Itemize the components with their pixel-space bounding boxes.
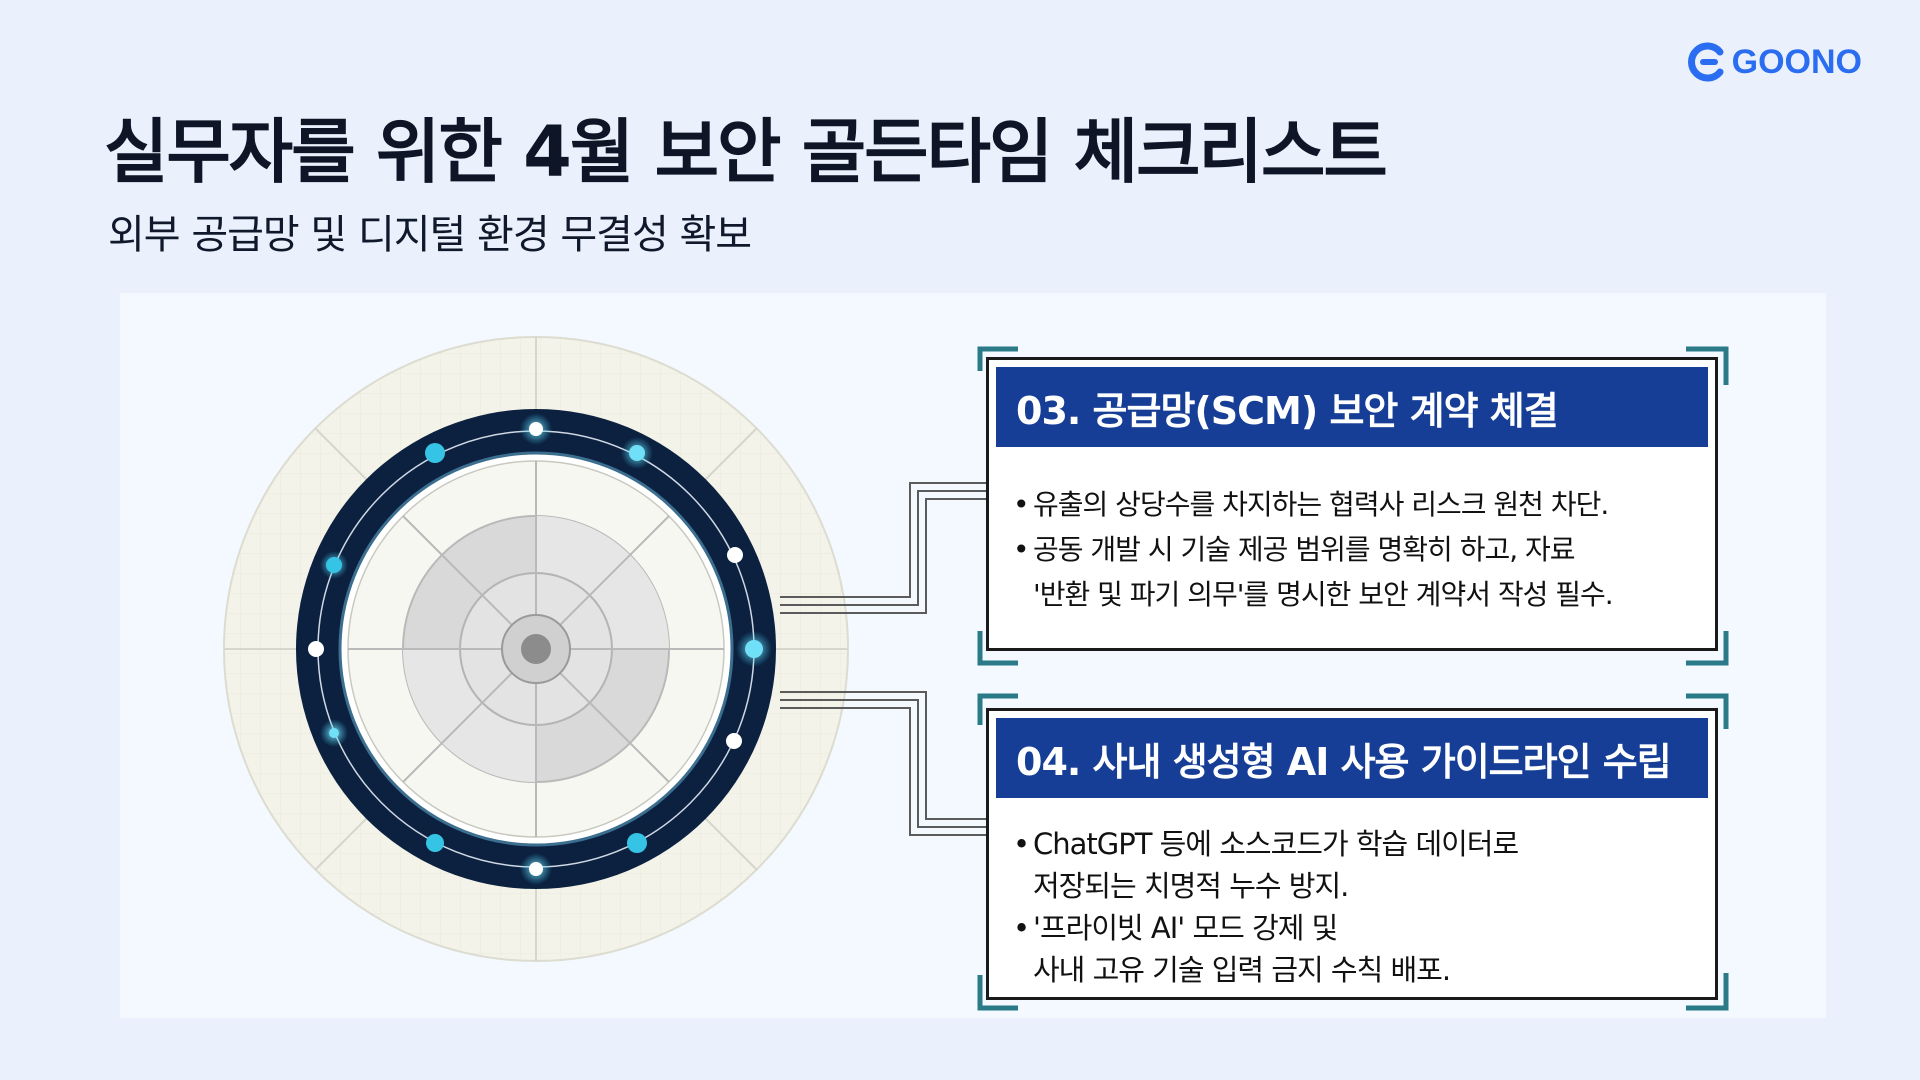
bullet-line: 사내 고유 기술 입력 금지 수칙 배포.	[1033, 953, 1451, 987]
page-title: 실무자를 위한 4월 보안 골든타임 체크리스트	[104, 111, 1388, 193]
content-panel: 03. 공급망(SCM) 보안 계약 체결 유출의 상당수를 차지하는 협력사 …	[120, 293, 1826, 1018]
brand-name: GOONO	[1731, 42, 1862, 81]
checklist-card-04: 04. 사내 생성형 AI 사용 가이드라인 수립 ChatGPT 등에 소스코…	[986, 708, 1718, 1000]
card-body: 유출의 상당수를 차지하는 협력사 리스크 원천 차단. 공동 개발 시 기술 …	[1013, 482, 1695, 617]
card-title: 04. 사내 생성형 AI 사용 가이드라인 수립	[996, 718, 1708, 798]
bullet-item: 유출의 상당수를 차지하는 협력사 리스크 원천 차단.	[1013, 482, 1695, 527]
bullet-item: '프라이빗 AI' 모드 강제 및 사내 고유 기술 입력 금지 수칙 배포.	[1013, 907, 1695, 991]
bullet-item: ChatGPT 등에 소스코드가 학습 데이터로 저장되는 치명적 누수 방지.	[1013, 823, 1695, 907]
checklist-card-03: 03. 공급망(SCM) 보안 계약 체결 유출의 상당수를 차지하는 협력사 …	[986, 357, 1718, 651]
bullet-line: '프라이빗 AI' 모드 강제 및	[1033, 911, 1338, 945]
brand-logo: GOONO	[1684, 40, 1862, 84]
bullet-line: 유출의 상당수를 차지하는 협력사 리스크 원천 차단.	[1033, 488, 1609, 521]
bullet-item: 공동 개발 시 기술 제공 범위를 명확히 하고, 자료 '반환 및 파기 의무…	[1013, 527, 1695, 617]
security-ring-diagram-icon	[223, 336, 1729, 1011]
bullet-line: 공동 개발 시 기술 제공 범위를 명확히 하고, 자료	[1033, 533, 1576, 566]
goono-c-logo-icon	[1687, 42, 1724, 82]
bullet-line: '반환 및 파기 의무'를 명시한 보안 계약서 작성 필수.	[1033, 578, 1614, 611]
card-title: 03. 공급망(SCM) 보안 계약 체결	[996, 367, 1708, 447]
bullet-line: 저장되는 치명적 누수 방지.	[1033, 869, 1349, 903]
bullet-line: ChatGPT 등에 소스코드가 학습 데이터로	[1033, 827, 1519, 861]
card-body: ChatGPT 등에 소스코드가 학습 데이터로 저장되는 치명적 누수 방지.…	[1013, 823, 1695, 991]
page-subtitle: 외부 공급망 및 디지털 환경 무결성 확보	[108, 212, 752, 258]
